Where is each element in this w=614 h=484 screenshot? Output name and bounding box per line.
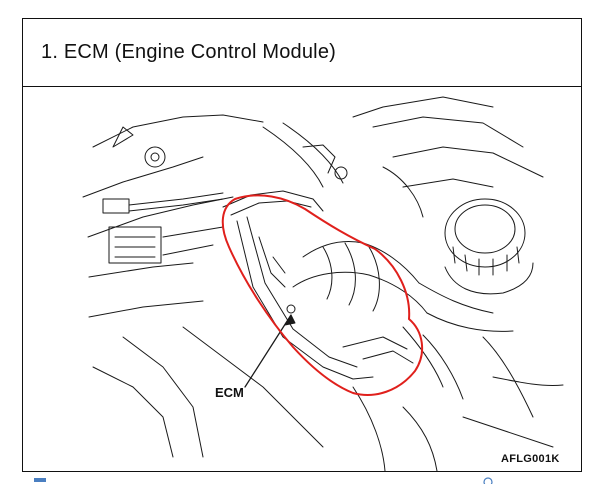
reservoir-cap xyxy=(444,198,534,295)
ecm-module xyxy=(222,190,374,380)
engine-bay-illustration xyxy=(82,96,564,471)
figure-title: 1. ECM (Engine Control Module) xyxy=(41,41,337,63)
bottom-strip xyxy=(34,477,493,484)
intake-hose xyxy=(292,241,534,418)
ecm-leader-line xyxy=(244,314,296,388)
highlight-outline xyxy=(221,194,424,396)
figure-title-bar: 1. ECM (Engine Control Module) xyxy=(23,19,581,87)
bracket-left xyxy=(82,114,264,238)
figure-code: AFLG001K xyxy=(501,453,560,465)
structure-lower-right xyxy=(342,336,564,471)
pipes-top xyxy=(262,96,544,218)
figure-frame: 1. ECM (Engine Control Module) xyxy=(22,18,582,472)
ecm-callout-label: ECM xyxy=(215,385,244,400)
connector-left xyxy=(102,192,224,264)
structure-lower-left xyxy=(88,262,324,458)
